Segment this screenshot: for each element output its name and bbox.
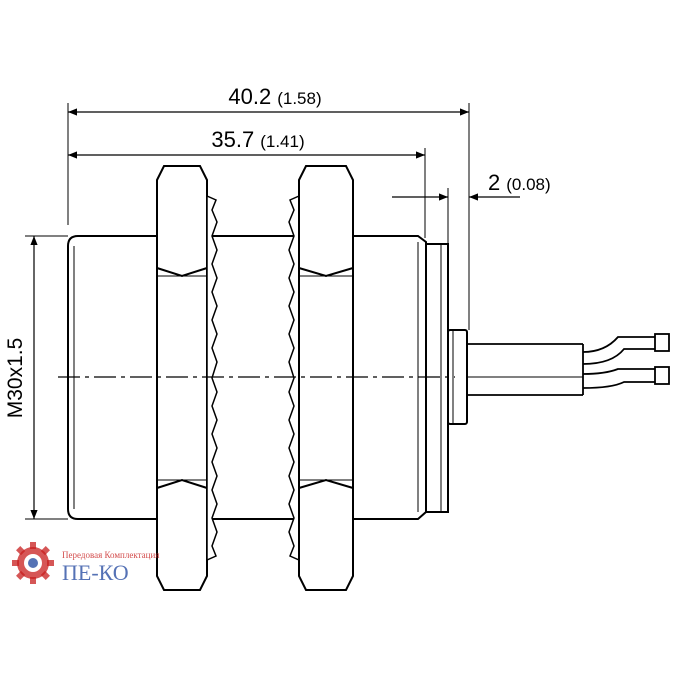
lock-washer-left bbox=[206, 194, 218, 562]
dim-thread-spec-label: M30x1.5 bbox=[4, 338, 27, 419]
cable-gland bbox=[447, 329, 468, 425]
dim-overall-label: 40.2(1.58) bbox=[228, 84, 321, 109]
dim-cap-label: 2(0.08) bbox=[488, 170, 551, 195]
mounting-nut-right bbox=[298, 165, 354, 591]
logo-tagline: Передовая Комплектация bbox=[62, 550, 159, 560]
gear-icon bbox=[12, 542, 54, 584]
wire-ferrule-2 bbox=[654, 366, 670, 385]
cable bbox=[467, 333, 670, 396]
logo-brand: ПЕ-КО bbox=[62, 560, 129, 585]
wire-ferrule-1 bbox=[654, 333, 670, 352]
company-logo: Передовая Комплектация ПЕ-КО bbox=[12, 542, 159, 585]
lock-washer-right bbox=[288, 194, 300, 562]
mounting-nut-left bbox=[156, 165, 208, 591]
dimension-lines bbox=[30, 108, 520, 519]
dim-thread-label: 35.7(1.41) bbox=[211, 127, 304, 152]
rear-cap bbox=[425, 243, 449, 513]
